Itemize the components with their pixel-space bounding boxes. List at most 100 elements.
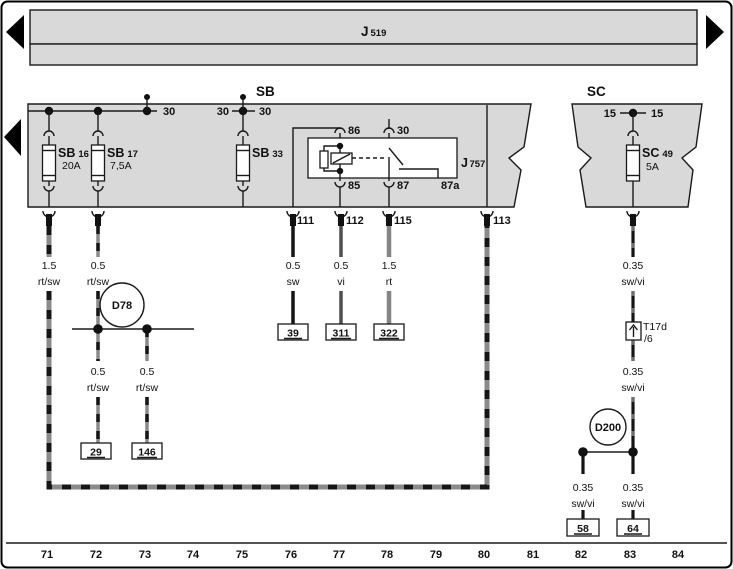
wire-sw-111: 0.5 sw (286, 226, 301, 324)
ref-311-label: 311 (333, 328, 350, 340)
wire-color: rt/sw (136, 382, 159, 394)
bus-15-label-r: 15 (651, 108, 663, 120)
wire-color: rt/sw (87, 276, 110, 288)
continuation-arrow-right-top (706, 15, 724, 49)
connector-arc-top (627, 130, 639, 137)
track-number: 77 (333, 549, 345, 561)
track-number: 84 (672, 549, 685, 561)
relay-junction-dot (336, 142, 344, 150)
exit-stem (338, 214, 344, 226)
ref-322-label: 322 (380, 328, 398, 340)
ref-box-311 (325, 323, 357, 341)
control-module-band-bottom (29, 43, 698, 66)
junction-dot (93, 324, 103, 334)
track-number: 76 (285, 549, 297, 561)
relay-87a-path (399, 168, 439, 178)
relay-coil-diagonal (332, 153, 351, 164)
connector-t17d-label: T17d (643, 321, 667, 333)
exit-stem (386, 214, 392, 226)
wire-gauge: 0.5 (140, 366, 155, 378)
connector-arc-top (43, 130, 55, 137)
wire-dash (46, 226, 490, 490)
bus-stub-cap (144, 94, 150, 100)
wire-rt-115: 1.5 rt (382, 226, 396, 324)
bus-30-label-1: 30 (163, 106, 175, 118)
junction-dot (578, 447, 588, 457)
ref-box-64 (616, 518, 650, 537)
connector-arrow-head (628, 323, 639, 331)
continuation-arrow-left-mid (4, 119, 21, 156)
pin-111-label: 111 (297, 215, 314, 227)
continuation-arrow-left-top (6, 15, 24, 49)
track-number: 78 (381, 549, 393, 561)
wire-gauge: 0.5 (286, 260, 301, 272)
relay-86-feed-wire (292, 127, 340, 207)
exit-stem (46, 214, 52, 226)
bus-30-label-2r: 30 (259, 106, 271, 118)
fuse-sb17-rating: 7,5A (110, 160, 132, 172)
panel-exit-connectors: 111 112 115 113 (42, 210, 640, 227)
ref-box-146 (131, 442, 163, 460)
relay-j757: 86 30 85 (292, 119, 485, 207)
wire-vi-112: 0.5 vi (334, 226, 349, 324)
relay-terminal-87: 87 (397, 180, 409, 192)
junction-d200: D200 (578, 408, 638, 457)
track-number: 81 (527, 549, 539, 561)
pin-112-label: 112 (346, 215, 364, 227)
relay-resistor-lead (323, 168, 340, 172)
wire-color: sw (287, 276, 300, 288)
wire-color: rt/sw (38, 276, 61, 288)
ref-146-label: 146 (138, 447, 156, 459)
track-number: 74 (187, 549, 200, 561)
track-number: 83 (624, 549, 636, 561)
relay-terminal-arc-87 (383, 181, 395, 188)
bus-30-label-2l: 30 (217, 106, 229, 118)
relay-terminal-arc-86 (334, 127, 346, 134)
relay-terminal-87a: 87a (441, 180, 460, 192)
junction-d78: D78 (72, 282, 194, 334)
wire-rt-sw-main: 1.5 rt/sw (38, 226, 490, 490)
track-number: 72 (90, 549, 102, 561)
track-number: 79 (430, 549, 442, 561)
wire-gauge: 0.35 (573, 482, 594, 494)
ref-64-label: 64 (627, 523, 639, 535)
junction-circle (589, 408, 627, 446)
wire-color: sw/vi (621, 276, 644, 288)
track-number: 71 (41, 549, 53, 561)
relay-resistor-lead (323, 145, 340, 151)
wire-color: vi (337, 276, 345, 288)
relay-terminal-85: 85 (348, 180, 360, 192)
fuse-panel-sc-label: SC (587, 84, 606, 99)
wire-gauge: 0.5 (91, 366, 106, 378)
pin-115-label: 115 (394, 215, 412, 227)
connector-arc-top (237, 130, 249, 137)
relay-terminal-86: 86 (348, 125, 360, 137)
relay-resistor (319, 150, 329, 169)
connector-t17d-pin: /6 (644, 333, 653, 345)
fuse-sc49-rating: 5A (646, 161, 659, 173)
wire-sw-vi-chain: 0.35 sw/vi 0.35 sw/vi 0.35 sw/vi 0.35 sw… (571, 226, 645, 519)
bus-stub-cap (240, 94, 246, 100)
junction-d78-label: D78 (112, 300, 132, 312)
exit-stem (484, 214, 490, 226)
wire-color: sw/vi (571, 498, 594, 510)
relay-switch-blade (388, 147, 404, 166)
connector-arc-bottom (43, 185, 55, 192)
relay-terminal-arc-30 (383, 127, 395, 134)
track-number: 80 (478, 549, 490, 561)
track-ruler: 71 72 73 74 75 76 77 78 79 80 81 82 83 8… (6, 542, 727, 561)
wire-rt-sw-sb17: 0.5 rt/sw 0.5 rt/sw 0.5 rt/sw (87, 226, 159, 443)
ref-58-label: 58 (577, 523, 589, 535)
wire-gauge: 0.5 (334, 260, 349, 272)
junction-d200-label: D200 (595, 422, 621, 434)
wire-color: rt/sw (87, 382, 110, 394)
